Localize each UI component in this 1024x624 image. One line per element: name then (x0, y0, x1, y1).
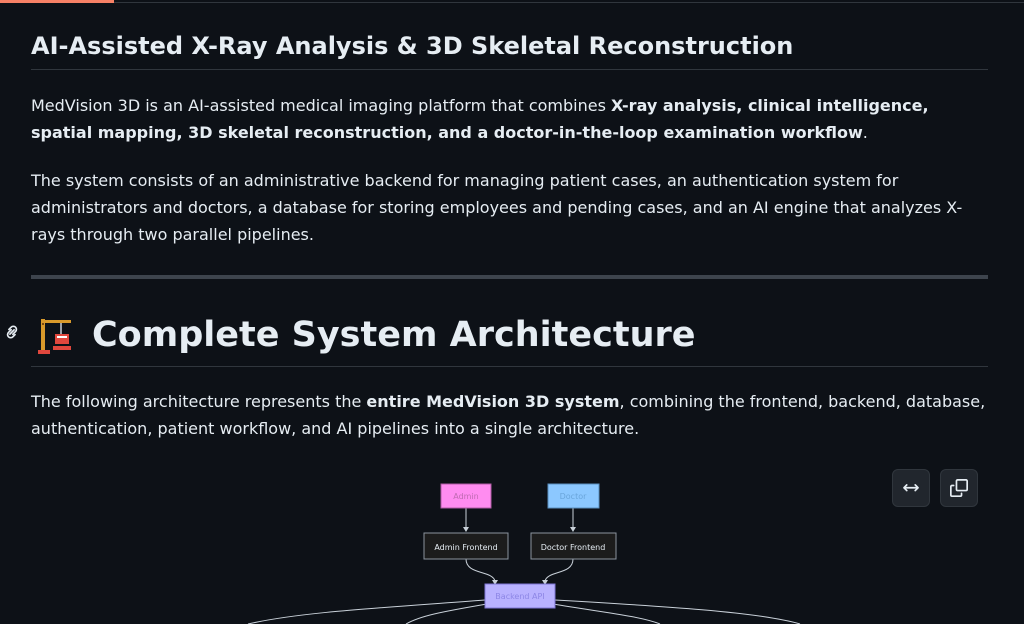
copy-icon (950, 479, 968, 497)
copy-diagram-button[interactable] (940, 469, 978, 507)
horizontal-rule (31, 275, 988, 279)
architecture-title: Complete System Architecture (92, 315, 696, 355)
active-tab-indicator (0, 0, 114, 3)
edge-adminfe-to-backend (465, 558, 496, 582)
architecture-diagram: Admin Doctor Admin Frontend Doctor Front… (247, 483, 801, 624)
edge-backend-right-1 (554, 599, 801, 624)
section-heading: AI-Assisted X-Ray Analysis & 3D Skeletal… (31, 31, 988, 70)
svg-text:Admin Frontend: Admin Frontend (434, 543, 497, 552)
construction-crane-icon (38, 319, 71, 354)
system-paragraph: The system consists of an administrative… (31, 171, 963, 244)
expand-diagram-button[interactable] (892, 469, 930, 507)
top-divider (114, 2, 1024, 3)
node-backend: Backend API (484, 583, 556, 609)
architecture-paragraph: The following architecture represents th… (31, 392, 986, 438)
node-admin: Admin (440, 483, 492, 509)
node-doctor: Doctor (547, 483, 600, 509)
svg-text:Doctor Frontend: Doctor Frontend (541, 543, 606, 552)
intro-paragraph: MedVision 3D is an AI-assisted medical i… (31, 96, 929, 142)
edge-backend-right-2 (552, 603, 661, 624)
architecture-heading: Complete System Architecture (31, 310, 988, 367)
edge-backend-left-1 (247, 599, 486, 624)
arrows-horizontal-icon (903, 484, 919, 492)
edge-backend-left-2 (405, 603, 488, 624)
anchor-link-icon[interactable] (3, 323, 21, 341)
svg-text:Doctor: Doctor (560, 492, 587, 501)
node-doctor-frontend: Doctor Frontend (530, 532, 617, 560)
svg-text:Backend API: Backend API (495, 592, 544, 601)
svg-text:Admin: Admin (453, 492, 479, 501)
edge-doctorfe-to-backend (544, 558, 574, 582)
node-admin-frontend: Admin Frontend (423, 532, 509, 560)
